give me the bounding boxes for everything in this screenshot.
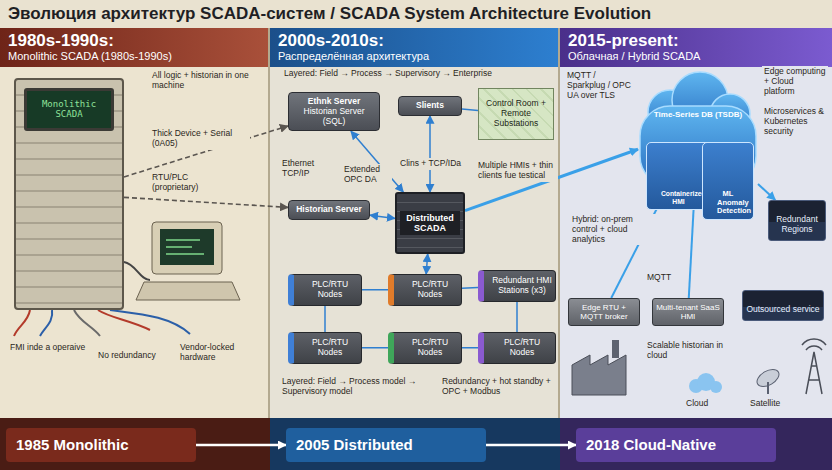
plc-node: PLC/RTU Nodes [288, 332, 362, 364]
timeline-step: 2018 Cloud-Native [576, 428, 776, 462]
dashboard-box: Redundant Regions [768, 200, 826, 241]
annotation-label: Cloud [684, 398, 724, 410]
timeline-step: 1985 Monolithic [6, 428, 196, 462]
annotation-label: Extended OPC DA [342, 164, 392, 186]
node-title: Redundant HMI Stations (x3) [492, 276, 552, 296]
node-title: ML Anomaly Detection [705, 146, 751, 216]
dish-pole [767, 382, 769, 394]
annotation-label: Thick Device + Serial (0A05) [150, 128, 250, 150]
annotation-label: MQTT [645, 272, 679, 284]
node-title: Distributed SCADA [400, 211, 460, 236]
service-box: ML Anomaly Detection [702, 142, 754, 220]
node-title: Monolithic SCADA [24, 88, 114, 131]
node-title: PLC/RTU Nodes [302, 338, 358, 358]
hmi-device: Multi-tenant SaaS HMI [652, 298, 724, 326]
annotation-label: MQTT / Sparkplug / OPC UA over TLS [565, 70, 635, 101]
connector [462, 347, 478, 349]
annotation-label: RTU/PLC (proprietary) [150, 172, 234, 194]
node-title: PLC/RTU Nodes [302, 280, 358, 300]
connector [324, 306, 326, 332]
node-title: Time-Series DB (TSDB) [638, 66, 758, 119]
annotation-label: Microservices & Kubernetes security [762, 106, 828, 137]
cloud-puff [710, 381, 722, 393]
connector [516, 302, 518, 332]
annotation-label: Ethernet TCP/IP [280, 158, 338, 180]
server-rack: Distributed SCADA [395, 192, 465, 254]
node-text: Распределённая архитектура [278, 50, 550, 63]
node-title: PLC/RTU Nodes [492, 338, 552, 358]
terminal-screen [160, 229, 214, 265]
dashboard-box: Outsourced service [742, 290, 824, 321]
annotation-label: Edge computing + Cloud platform [762, 66, 828, 97]
annotation-label: No redundancy [96, 350, 166, 362]
panel-header: 1980s-1990s:Monolithic SCADA (1980s-1990… [0, 28, 268, 67]
server-box: Ethnk ServerHistorian Server (SQL) [288, 92, 380, 131]
plc-node: PLC/RTU Nodes [388, 332, 462, 364]
hmi-station: Redundant HMI Stations (x3) [478, 270, 556, 302]
annotation-label: Multiple HMIs + thin clients fue testica… [476, 160, 558, 182]
connector [362, 347, 388, 349]
terminal-monitor [152, 222, 222, 274]
plc-node: PLC/RTU Nodes [288, 274, 362, 306]
node-title: Historian Server [292, 205, 366, 215]
node-title: Multi-tenant SaaS HMI [656, 303, 720, 321]
annotation-label: All logic + historian in one machine [150, 70, 258, 92]
scada-cabinet: Monolithic SCADA [14, 78, 124, 310]
annotation-label: Scalable historian in cloud [645, 340, 727, 362]
keyboard [136, 282, 240, 300]
factory-building [572, 355, 626, 395]
map-box: Control Room + Remote Substations [478, 88, 554, 140]
node-title: 2000s-2010s: [278, 31, 550, 50]
connector [362, 289, 388, 291]
node-title: 2015-present: [568, 31, 824, 50]
chimney [612, 340, 619, 358]
connector [429, 116, 431, 192]
annotation-label: Layered: Field → Process model → Supervi… [280, 376, 432, 398]
timeline-step: 2005 Distributed [286, 428, 486, 462]
node-title: 2005 Distributed [296, 436, 476, 453]
annotation-label: Hybrid: on-prem control + cloud analytic… [570, 214, 662, 245]
plc-node: PLC/RTU Nodes [478, 332, 556, 364]
edge-device: Edge RTU + MQTT broker [568, 298, 640, 326]
node-title: Slients [402, 101, 458, 111]
node-text: Облачная / Hybrid SCADA [568, 50, 824, 63]
node-title: Control Room + Remote Substations [482, 99, 550, 128]
annotation-label: Satellite [748, 398, 798, 410]
annotation-label: FMI inde a operaive [8, 342, 88, 354]
client-box: Slients [398, 96, 462, 116]
annotation-label: Vendor-locked hardware [178, 342, 262, 364]
timeline-section [560, 418, 832, 470]
node-title: 1980s-1990s: [8, 31, 260, 50]
node-title: Ethnk Server [292, 97, 376, 107]
node-title: Containerized HMI [649, 146, 708, 206]
panel-header: 2015-present:Облачная / Hybrid SCADA [560, 28, 832, 67]
diagram-title: Эволюция архитектур SCADA-систем / SCADA… [8, 4, 651, 24]
node-text: Monolithic SCADA (1980s-1990s) [8, 50, 260, 63]
screen-lines [166, 240, 204, 254]
node-title: Edge RTU + MQTT broker [572, 303, 636, 321]
node-title: PLC/RTU Nodes [402, 338, 458, 358]
connector [486, 444, 576, 447]
node-title: 2018 Cloud-Native [586, 436, 766, 453]
server-box: Historian Server [288, 200, 370, 220]
node-title: PLC/RTU Nodes [402, 280, 458, 300]
annotation-label: Clins + TCP/IDa [398, 158, 468, 170]
annotation-label: Layered: Field → Process → Supervisory →… [282, 68, 552, 80]
plc-node: PLC/RTU Nodes [388, 274, 462, 306]
node-title: Redundant Regions [772, 215, 822, 235]
node-text: Historian Server (SQL) [292, 107, 376, 127]
era-panel: 2000s-2010s:Распределённая архитектураEt… [270, 28, 560, 418]
timeline-band [0, 418, 832, 470]
annotation-label: Redundancy + hot standby + OPC + Modbus [440, 376, 556, 398]
connector [196, 444, 286, 447]
node-title: 1985 Monolithic [16, 436, 186, 453]
panel-header: 2000s-2010s:Распределённая архитектура [270, 28, 558, 67]
node-title: Outsourced service [746, 305, 820, 315]
cloud-platform: Time-Series DB (TSDB)Containerized HMIML… [638, 66, 758, 190]
